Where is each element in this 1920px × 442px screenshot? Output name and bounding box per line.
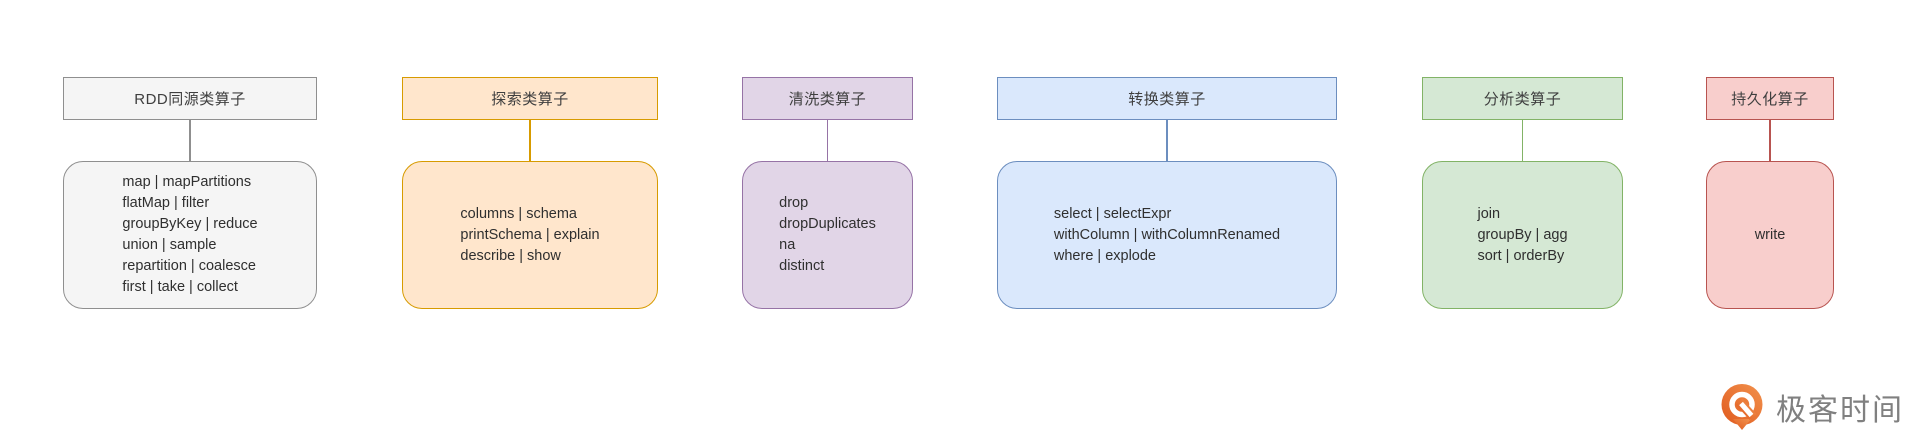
operator-group-exploration: 探索类算子 columns | schema printSchema | exp… — [402, 77, 658, 309]
group-header: 分析类算子 — [1422, 77, 1623, 120]
connector-line — [189, 120, 191, 161]
brand-logo: 极客时间 — [1718, 383, 1904, 431]
operator-group-transformation: 转换类算子 select | selectExpr withColumn | w… — [997, 77, 1337, 309]
group-title: 清洗类算子 — [788, 91, 867, 108]
operator-group-rdd-homologous: RDD同源类算子 map | mapPartitions flatMap | f… — [63, 77, 317, 309]
group-title: RDD同源类算子 — [134, 91, 246, 108]
group-body: columns | schema printSchema | explain d… — [402, 161, 658, 309]
group-title: 持久化算子 — [1731, 91, 1809, 108]
group-header: 探索类算子 — [402, 77, 658, 120]
group-header: 转换类算子 — [997, 77, 1337, 120]
connector-line — [1521, 120, 1524, 161]
group-title: 转换类算子 — [1128, 91, 1206, 108]
connector-line — [1166, 120, 1168, 161]
group-title: 分析类算子 — [1483, 91, 1562, 108]
operator-group-cleaning: 清洗类算子 drop dropDuplicates na distinct — [742, 77, 913, 309]
operator-list: drop dropDuplicates na distinct — [779, 195, 876, 274]
geektime-icon — [1721, 384, 1763, 430]
brand-name: 极客时间 — [1776, 394, 1904, 427]
group-body: join groupBy | agg sort | orderBy — [1422, 161, 1623, 309]
group-body: drop dropDuplicates na distinct — [742, 161, 913, 309]
operator-group-persistence: 持久化算子 write — [1706, 77, 1834, 309]
group-title: 探索类算子 — [491, 91, 569, 108]
operator-list: write — [1754, 226, 1786, 243]
group-body: write — [1706, 161, 1834, 309]
group-header: 清洗类算子 — [742, 77, 913, 120]
connector-line — [826, 120, 829, 161]
connector-line — [1769, 120, 1771, 161]
group-header: RDD同源类算子 — [63, 77, 317, 120]
connector-line — [529, 120, 531, 161]
operator-list: select | selectExpr withColumn | withCol… — [1053, 205, 1281, 264]
operator-list: join groupBy | agg sort | orderBy — [1477, 205, 1568, 264]
operator-group-analysis: 分析类算子 join groupBy | agg sort | orderBy — [1422, 77, 1623, 309]
group-body: map | mapPartitions flatMap | filter gro… — [63, 161, 317, 309]
operator-list: columns | schema printSchema | explain d… — [460, 205, 600, 264]
group-header: 持久化算子 — [1706, 77, 1834, 120]
operator-list: map | mapPartitions flatMap | filter gro… — [122, 174, 258, 295]
group-body: select | selectExpr withColumn | withCol… — [997, 161, 1337, 309]
